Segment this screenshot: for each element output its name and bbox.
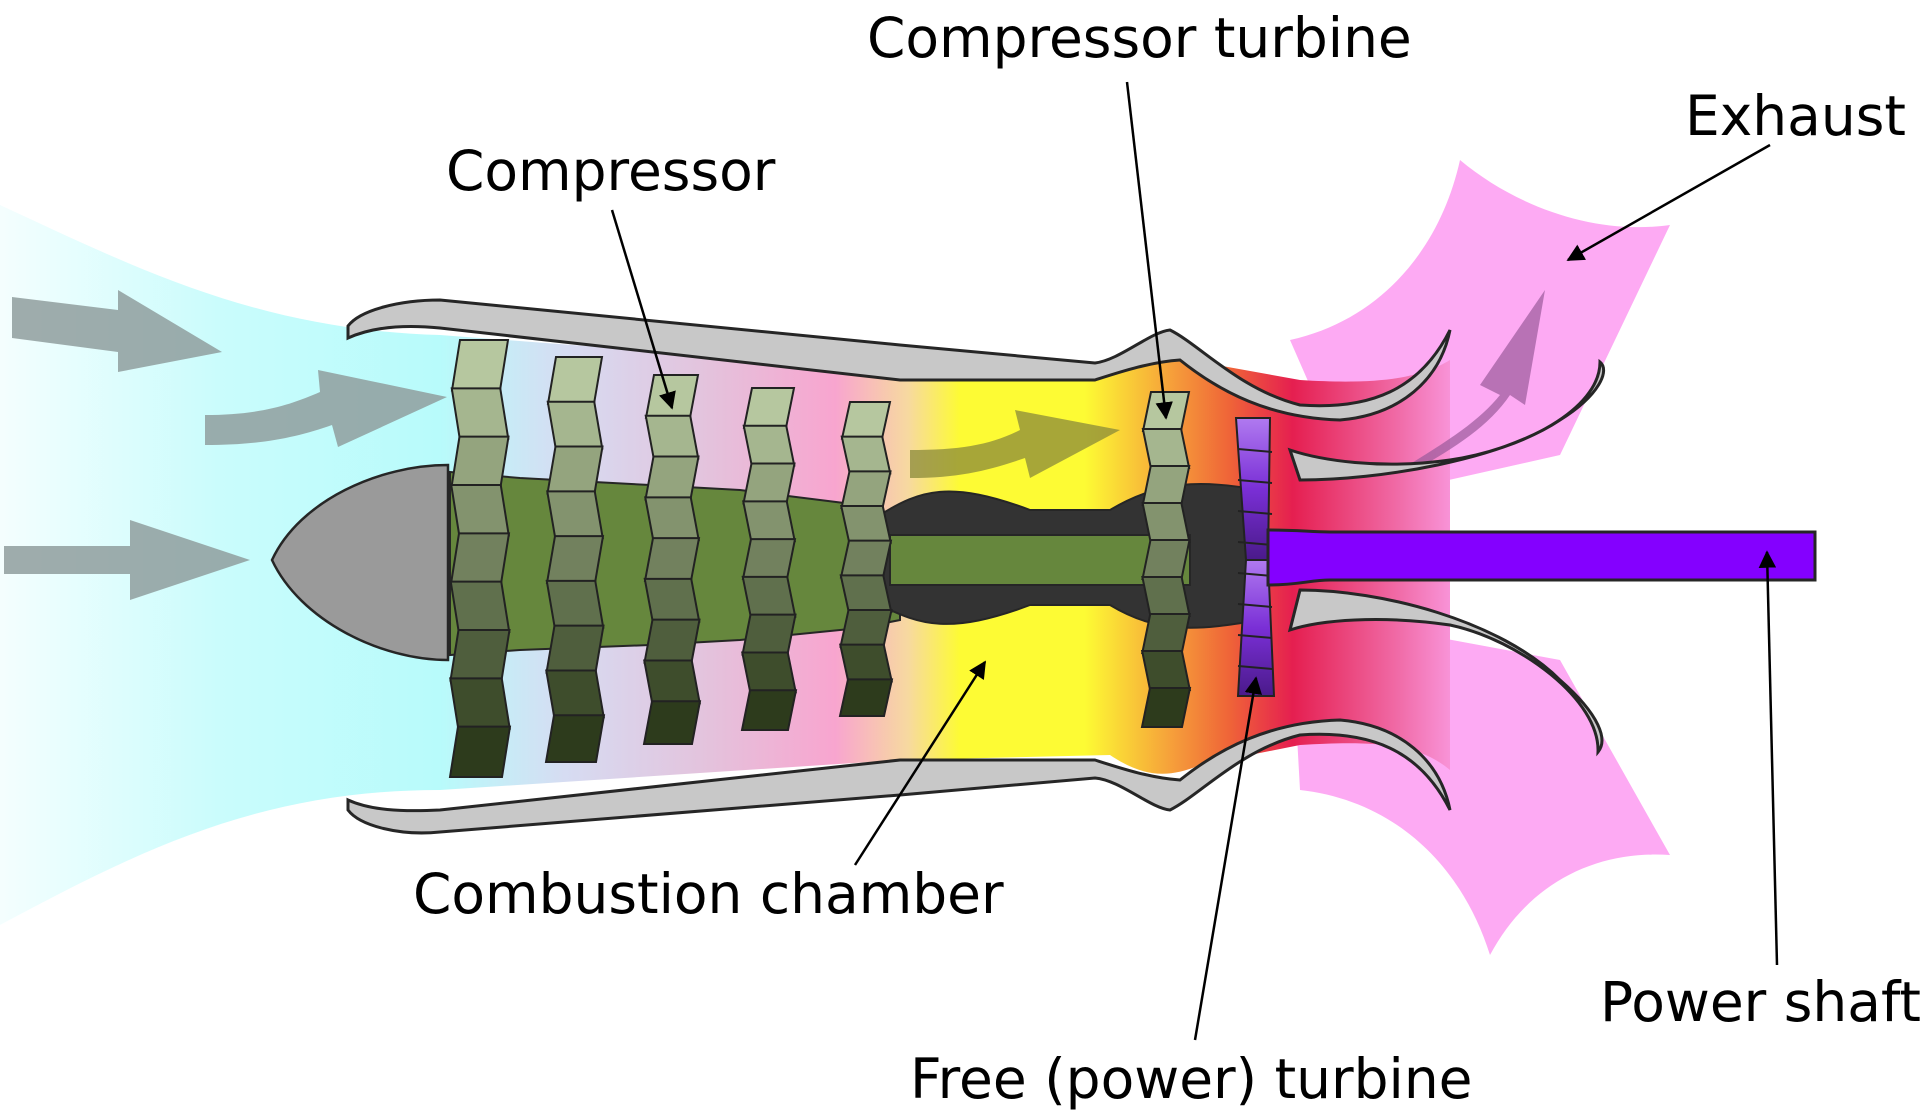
power-turbine-blade-edge-3	[1237, 510, 1273, 515]
power-turbine-blade-edge-4	[1237, 541, 1273, 546]
power-turbine-blade-edge-2	[1237, 479, 1273, 484]
stage-3-blade-1	[644, 374, 700, 419]
nose-cone	[270, 463, 450, 662]
power-turbine-blade-edge-6	[1237, 603, 1273, 608]
intake-arrow-3	[4, 520, 250, 600]
stage-1-blade-9	[448, 725, 512, 778]
power-turbine-blade-edge-5	[1237, 572, 1273, 577]
leader-compressor	[610, 209, 676, 410]
intake-arrow-1	[12, 290, 222, 372]
stage-2-blade-9	[544, 714, 606, 763]
stage-4-blade-3	[742, 462, 796, 505]
power-turbine-blade-edge-1	[1237, 448, 1273, 453]
stage-5-blade-7	[839, 609, 893, 648]
stage-6-blade-3	[1141, 465, 1191, 506]
stage-3-blade-3	[644, 455, 700, 501]
label-exhaust: Exhaust	[1685, 84, 1906, 148]
stage-1-blade-3	[450, 435, 510, 488]
stage-4-blade-1	[742, 387, 796, 429]
label-compressor-turbine: Compressor turbine	[867, 6, 1412, 70]
stage-1-blade-7	[449, 629, 511, 682]
casing-upper	[346, 298, 1452, 422]
free-power-turbine	[1234, 417, 1276, 697]
label-power-shaft: Power shaft	[1600, 970, 1920, 1034]
stage-4-blade-8	[741, 651, 797, 694]
stage-3-blade-7	[643, 618, 701, 664]
label-combustion-chamber: Combustion chamber	[413, 862, 1004, 926]
label-free-turbine: Free (power) turbine	[910, 1047, 1473, 1111]
stage-5-blade-4	[840, 505, 892, 544]
stage-1-blade-4	[450, 484, 510, 537]
stage-3-blade-4	[644, 496, 700, 542]
stage-1-blade-2	[450, 387, 510, 440]
stage-4-blade-4	[742, 500, 796, 543]
stage-2-blade-6	[545, 579, 605, 629]
leader-exhaust	[1566, 143, 1771, 262]
power-turbine-blade-edge-7	[1237, 634, 1273, 639]
power-turbine-stage-lines	[1237, 448, 1273, 670]
stage-3-blade-9	[642, 700, 702, 745]
stage-5-blade-2	[840, 435, 892, 475]
intake-arrow-2	[205, 370, 447, 447]
stage-6-blade-8	[1140, 650, 1192, 691]
combustion-flow-arrow	[910, 410, 1120, 478]
leader-free-turbine	[1193, 676, 1263, 1041]
exhaust-duct-upper	[1287, 358, 1606, 482]
stage-5-blade-6	[839, 574, 893, 613]
leader-compressor-turbine	[1125, 81, 1173, 420]
stage-1-blade-1	[450, 339, 510, 392]
stage-4-blade-5	[741, 538, 797, 580]
stage-5-blade-3	[840, 470, 892, 509]
core-shaft	[889, 534, 1191, 586]
stage-1-blade-6	[449, 580, 511, 633]
stage-6-blade-5	[1141, 539, 1191, 580]
stage-6-blade-7	[1141, 613, 1191, 654]
leader-power-shaft	[1758, 550, 1779, 966]
exhaust-flow-arrow	[1400, 290, 1545, 470]
casing-lower	[346, 718, 1452, 835]
compressor-stages	[448, 339, 1192, 778]
stage-2-blade-7	[545, 624, 605, 674]
power-turbine-blade-edge-8	[1237, 665, 1273, 670]
stage-5-blade-9	[838, 678, 894, 717]
stage-3-blade-6	[643, 577, 701, 623]
stage-1-blade-5	[449, 532, 511, 585]
stage-5-blade-8	[839, 643, 893, 683]
stage-6-blade-2	[1141, 428, 1191, 469]
stage-4-blade-7	[741, 613, 797, 656]
stage-3-blade-2	[644, 414, 700, 460]
stage-4-blade-2	[742, 424, 796, 467]
stage-3-blade-5	[643, 537, 701, 582]
stage-2-blade-2	[546, 400, 604, 450]
power-turbine-lower-blades	[1236, 559, 1276, 697]
stage-2-blade-3	[546, 445, 604, 495]
label-compressor: Compressor	[446, 139, 776, 203]
stage-1-blade-8	[449, 677, 511, 730]
stage-6-blade-6	[1141, 576, 1191, 617]
leader-combustion-chamber	[853, 660, 987, 866]
stage-6-blade-9	[1140, 687, 1192, 728]
stage-3-blade-8	[643, 659, 701, 705]
stage-2-blade-4	[546, 490, 604, 540]
stage-2-blade-1	[546, 356, 604, 405]
exhaust-duct-lower	[1287, 588, 1604, 757]
stage-2-blade-5	[545, 535, 605, 584]
stage-6-blade-4	[1141, 502, 1191, 543]
stage-5-blade-5	[839, 539, 893, 579]
stage-4-blade-9	[740, 689, 798, 731]
stage-2-blade-8	[545, 669, 605, 719]
stage-5-blade-1	[840, 401, 892, 440]
power-shaft	[1266, 528, 1817, 587]
stage-4-blade-6	[741, 575, 797, 618]
